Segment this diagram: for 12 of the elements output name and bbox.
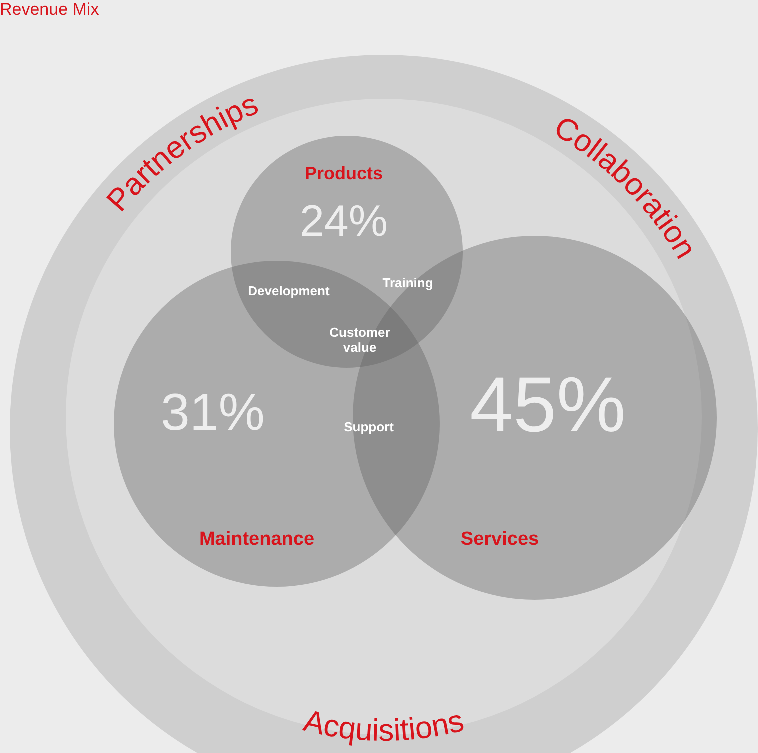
circle-heading: Maintenance bbox=[199, 529, 315, 551]
percentage-value: 24% bbox=[300, 197, 388, 247]
overlap-label: Customer value bbox=[328, 325, 392, 355]
percentage-value: 45% bbox=[470, 360, 626, 450]
circle-heading: Products bbox=[305, 164, 383, 184]
overlap-label: Support bbox=[343, 420, 395, 434]
circle-heading: Services bbox=[460, 529, 540, 551]
title: Revenue Mix bbox=[0, 0, 100, 20]
overlap-label: Training bbox=[382, 276, 434, 290]
ring-label: Acquisitions bbox=[300, 703, 468, 748]
percentage-value: 31% bbox=[160, 383, 266, 443]
overlap-label: Development bbox=[247, 284, 331, 298]
